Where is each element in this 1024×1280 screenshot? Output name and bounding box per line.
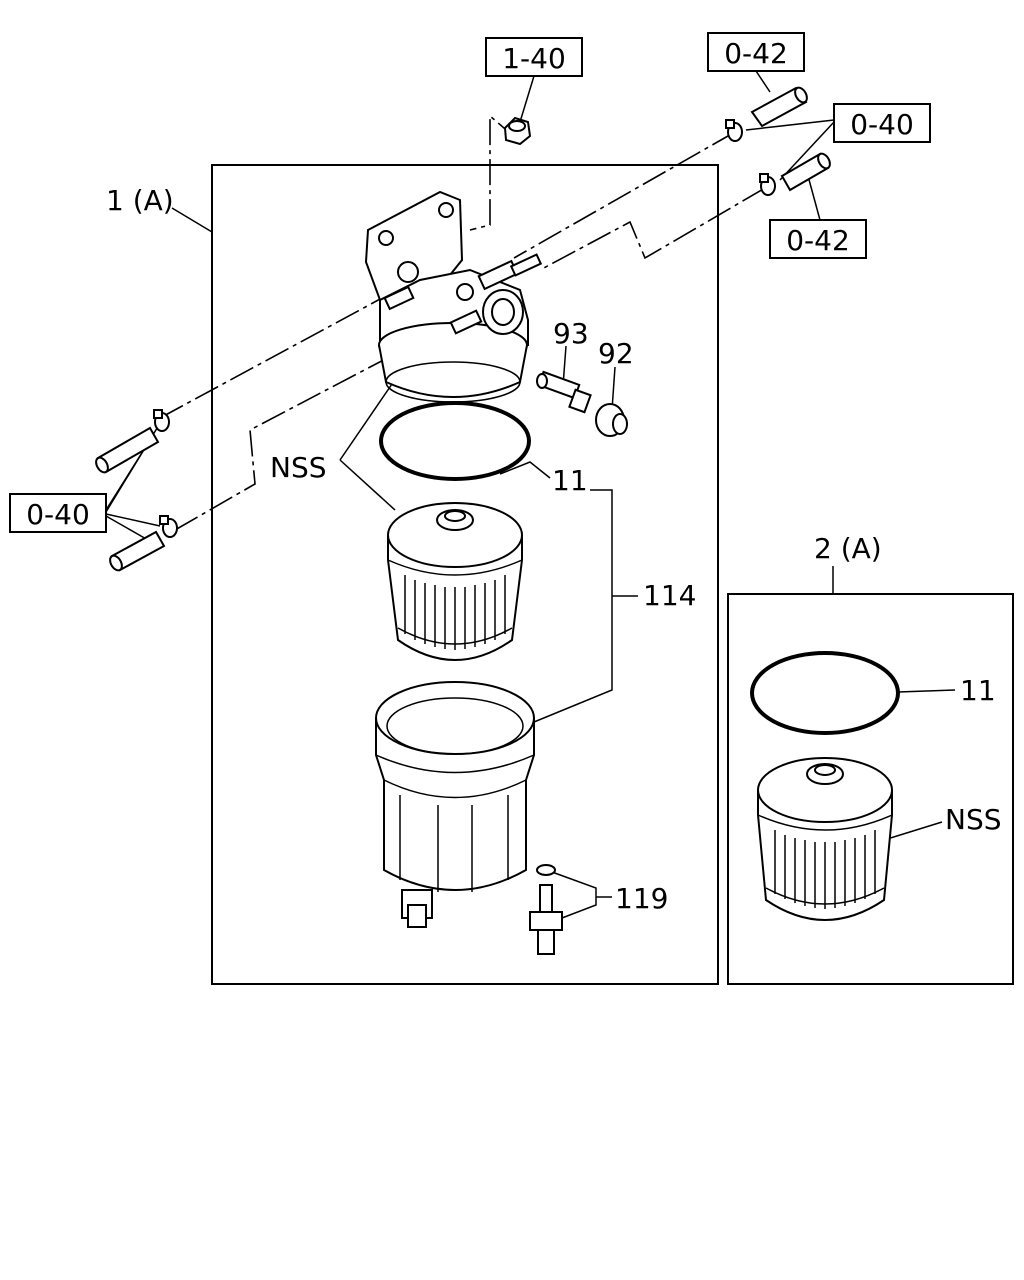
hose-right-lower — [780, 152, 831, 192]
label-part-11-kit: 11 — [960, 674, 996, 707]
cap-92 — [595, 403, 628, 437]
label-part-114: 114 — [643, 579, 696, 612]
callout-0-40-left-text: 0-40 — [26, 498, 90, 531]
o-ring-11-main — [379, 401, 531, 481]
clamp-left-lower — [159, 515, 178, 538]
assembly-1-frame — [211, 164, 719, 985]
callout-1-40-text: 1-40 — [502, 42, 566, 75]
filter-bowl-114 — [375, 681, 535, 928]
label-nss-kit: NSS — [945, 803, 1002, 836]
hose-left-upper — [95, 426, 160, 474]
filter-head — [364, 190, 543, 403]
clamp-right-lower — [759, 173, 776, 196]
callout-0-42-top-text: 0-42 — [724, 37, 788, 70]
clamp-left-upper — [153, 409, 170, 432]
callout-0-42-right[interactable]: 0-42 — [769, 219, 867, 259]
nut-1-40 — [503, 116, 532, 146]
callout-1-40[interactable]: 1-40 — [485, 37, 583, 77]
callout-0-42-top[interactable]: 0-42 — [707, 32, 805, 72]
assembly-2-frame — [727, 593, 1014, 985]
o-ring-11-kit — [750, 651, 900, 735]
water-sensor-119 — [529, 864, 563, 955]
filter-element-main — [387, 502, 523, 661]
label-part-119: 119 — [615, 882, 668, 915]
label-part-93: 93 — [553, 317, 589, 350]
hose-top-right — [750, 86, 808, 128]
callout-0-42-right-text: 0-42 — [786, 224, 850, 257]
callout-0-40-right[interactable]: 0-40 — [833, 103, 931, 143]
bleeder-plug-93 — [536, 370, 592, 414]
label-assembly-2: 2 (A) — [814, 532, 882, 565]
label-assembly-1: 1 (A) — [106, 184, 174, 217]
leader-lines — [105, 70, 956, 919]
label-part-11-main: 11 — [552, 464, 588, 497]
callout-0-40-left[interactable]: 0-40 — [9, 493, 107, 533]
callout-0-40-right-text: 0-40 — [850, 108, 914, 141]
clamp-top-right — [725, 119, 743, 142]
hose-left-lower — [109, 530, 166, 572]
label-part-92: 92 — [598, 337, 634, 370]
filter-element-kit — [757, 757, 893, 921]
label-nss-main: NSS — [270, 451, 327, 484]
